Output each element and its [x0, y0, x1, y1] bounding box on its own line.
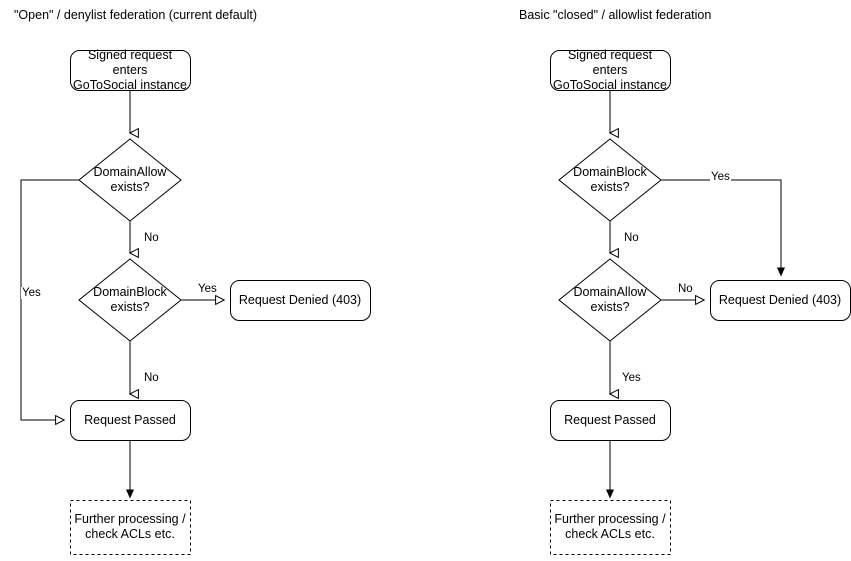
- right-passed-box: [550, 400, 671, 441]
- right-first-decision-diamond: [558, 138, 662, 222]
- left-edge-allow-yes-to-passed: [20, 179, 79, 420]
- right-second-decision-diamond: [558, 258, 662, 342]
- right-edge-label-allow-yes: Yes: [621, 372, 642, 384]
- left-passed-box: [70, 400, 191, 441]
- right-further-processing-box: [550, 500, 671, 555]
- left-edge-label-block-no: No: [143, 372, 160, 384]
- left-edge-label-allow-yes: Yes: [21, 287, 42, 299]
- left-first-decision-diamond: [78, 138, 182, 222]
- right-denied-box: [710, 280, 851, 321]
- right-column-title: Basic "closed" / allowlist federation: [519, 8, 712, 22]
- left-second-decision-diamond: [78, 258, 182, 342]
- left-edge-label-block-yes: Yes: [197, 283, 218, 295]
- right-entry-box: [550, 50, 671, 91]
- left-entry-box: [70, 50, 191, 91]
- right-edge-block-yes-to-denied: [661, 179, 785, 277]
- right-edge-label-allow-no: No: [677, 283, 694, 295]
- left-edge-label-allow-no: No: [143, 232, 160, 244]
- left-denied-box: [230, 280, 371, 321]
- left-column-title: "Open" / denylist federation (current de…: [14, 8, 258, 22]
- right-edge-label-block-yes: Yes: [710, 171, 731, 183]
- right-edge-label-block-no: No: [623, 232, 640, 244]
- left-further-processing-box: [70, 500, 191, 555]
